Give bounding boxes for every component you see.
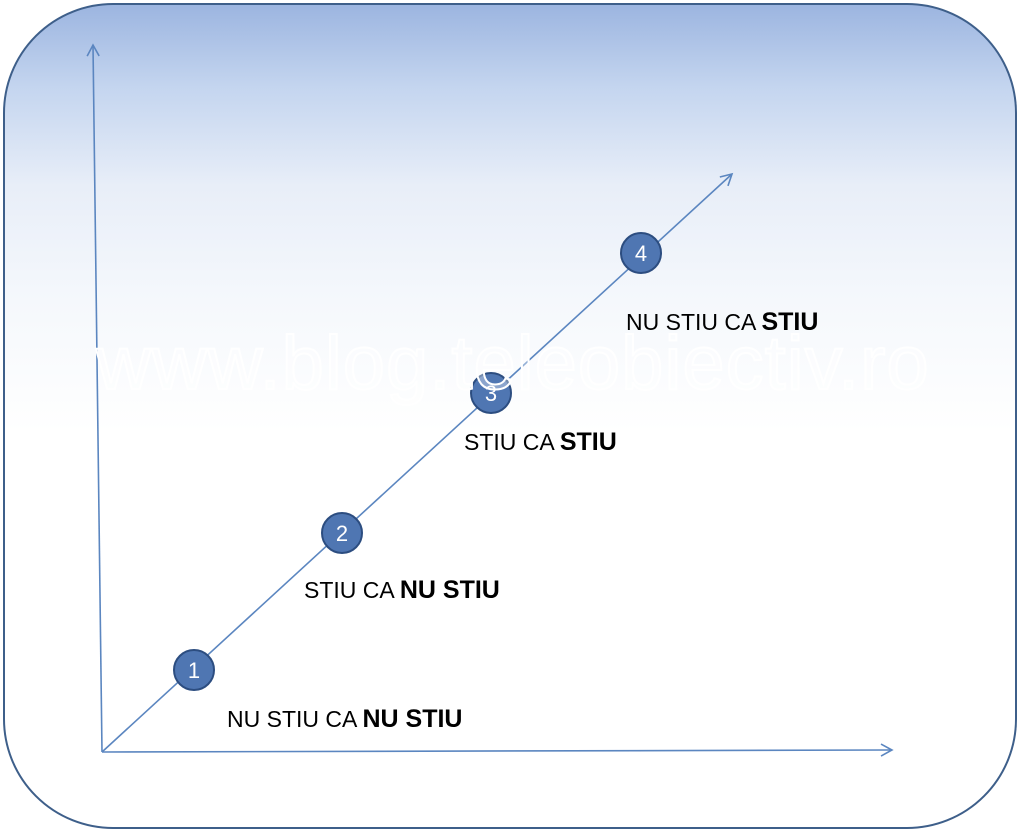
stage-label-3: STIU CA STIU bbox=[464, 428, 617, 457]
stage-number: 2 bbox=[336, 521, 348, 546]
stage-label-bold: NU STIU bbox=[399, 576, 500, 604]
stage-node-4: 4 bbox=[620, 232, 662, 274]
diagram-panel bbox=[3, 3, 1017, 829]
stage-label-plain: NU STIU CA bbox=[626, 309, 762, 335]
stage-label-bold: STIU bbox=[559, 428, 617, 456]
stage-label-2: STIU CA NU STIU bbox=[304, 576, 500, 605]
stage-node-2: 2 bbox=[321, 512, 363, 554]
stage-label-bold: NU STIU bbox=[362, 705, 463, 733]
stage-number: 1 bbox=[188, 658, 200, 683]
y-axis bbox=[86, 43, 103, 753]
stage-node-3: 3 bbox=[470, 372, 512, 414]
stage-label-plain: STIU CA bbox=[304, 577, 400, 603]
stage-label-plain: NU STIU CA bbox=[227, 706, 363, 732]
stage-number: 3 bbox=[485, 381, 497, 406]
stage-number: 4 bbox=[635, 241, 647, 266]
stage-label-bold: STIU bbox=[761, 308, 819, 336]
stage-label-plain: STIU CA bbox=[464, 429, 560, 455]
stage-label-1: NU STIU CA NU STIU bbox=[227, 705, 462, 734]
stage-label-4: NU STIU CA STIU bbox=[626, 308, 818, 337]
x-axis bbox=[101, 743, 894, 757]
watermark-text: www.blog.teleobiectiv.ro bbox=[95, 320, 930, 407]
stage-node-1: 1 bbox=[173, 649, 215, 691]
